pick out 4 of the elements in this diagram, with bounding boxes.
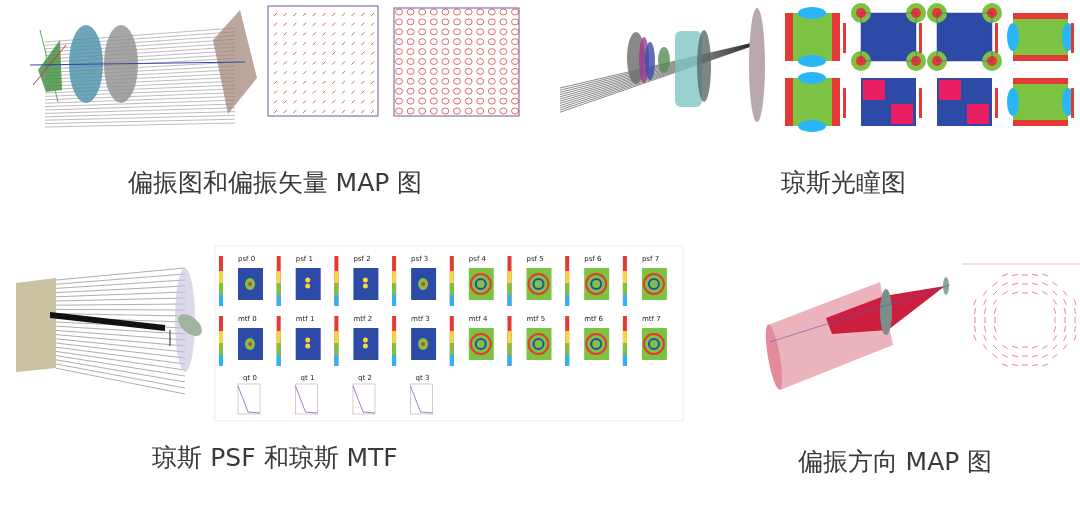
caption: 琼斯光瞳图 bbox=[780, 168, 906, 198]
caption: 琼斯 PSF 和琼斯 MTF bbox=[152, 443, 398, 473]
caption: 偏振图和偏振矢量 MAP 图 bbox=[127, 168, 423, 198]
caption: 偏振方向 MAP 图 bbox=[797, 447, 993, 477]
